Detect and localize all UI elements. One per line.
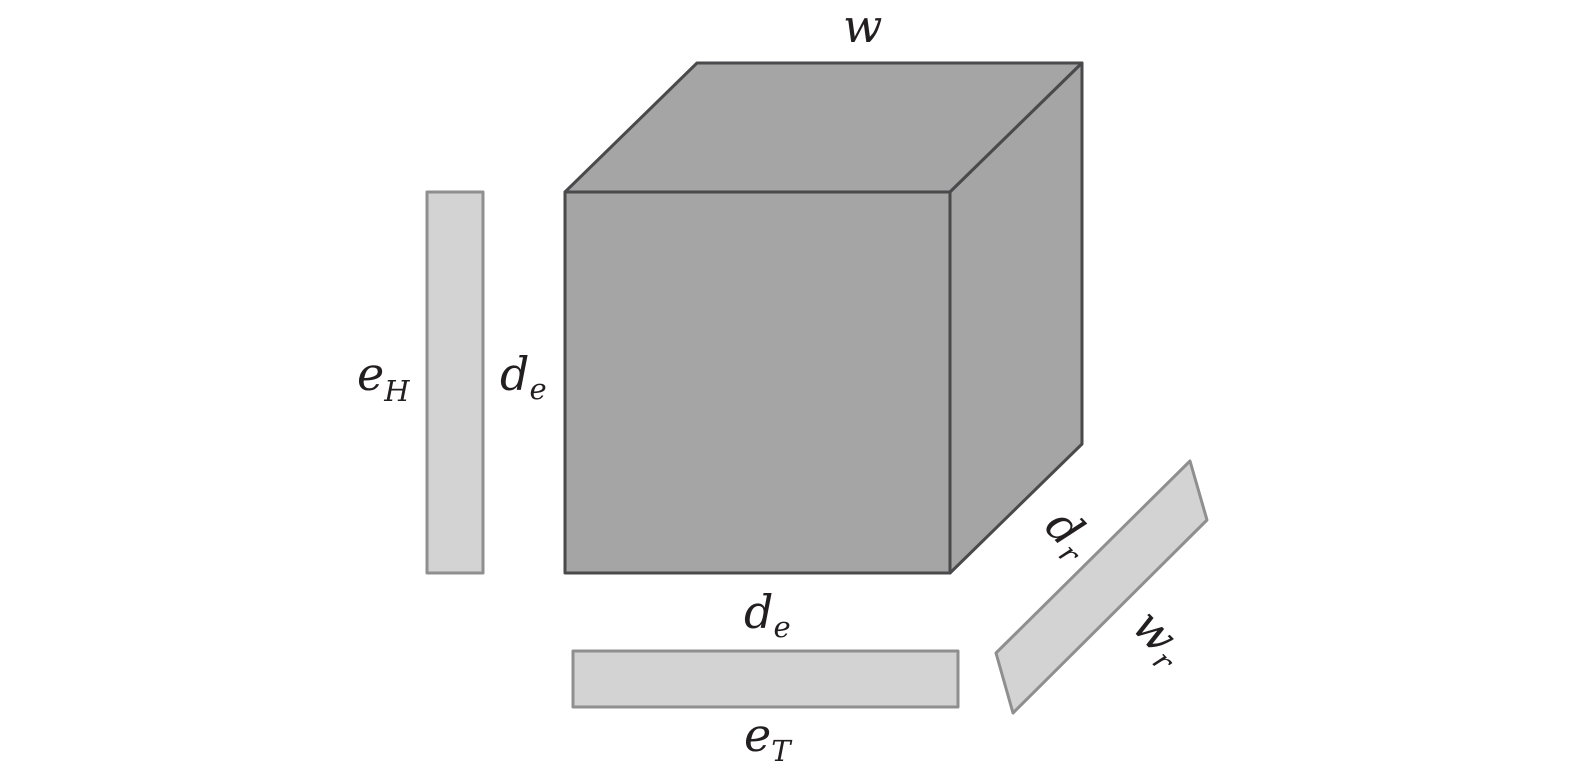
- label-wr: wr: [1118, 598, 1199, 679]
- core-tensor-cube: [563, 61, 1084, 575]
- label-w-top: w: [843, 0, 882, 53]
- cube-front-face: [563, 190, 952, 575]
- tail-entity-vector: [571, 649, 960, 709]
- label-eh: eH: [357, 347, 410, 408]
- relation-vector: [994, 459, 1209, 715]
- label-de-bottom: de: [744, 585, 791, 644]
- head-entity-vector: [425, 190, 485, 575]
- label-et: eT: [744, 708, 793, 768]
- label-de-left: de: [500, 347, 547, 406]
